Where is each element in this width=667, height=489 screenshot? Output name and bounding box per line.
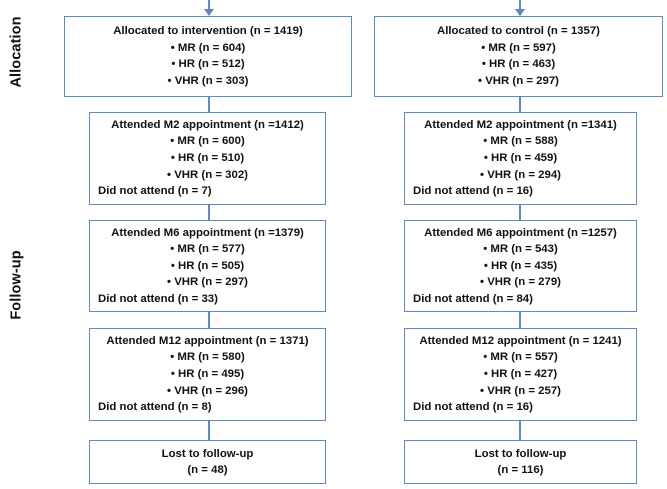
node-m2-control[interactable]: Attended M2 appointment (n =1341) MR (n … [404, 112, 637, 205]
node-bullets: MR (n = 600) HR (n = 510) VHR (n = 302) [96, 133, 319, 183]
node-footnote: Did not attend (n = 16) [413, 185, 533, 198]
node-head: Attended M12 appointment (n = 1241) [419, 335, 622, 348]
node-head: Attended M6 appointment (n =1379) [111, 226, 304, 239]
connector-intervention-m2-to-m6 [208, 205, 210, 220]
node-bullets: MR (n = 597) HR (n = 463) VHR (n = 297) [381, 40, 656, 90]
incoming-arrow-line-intervention [208, 0, 210, 10]
node-bullets: MR (n = 588) HR (n = 459) VHR (n = 294) [411, 133, 630, 183]
node-footnote: Did not attend (n = 84) [413, 292, 533, 305]
stage-label-allocation: Allocation [0, 0, 34, 104]
connector-intervention-alloc-to-m2 [208, 97, 210, 112]
node-bullet: HR (n = 435) [411, 258, 630, 275]
node-subtext: (n = 48) [187, 463, 228, 476]
node-bullet: VHR (n = 297) [381, 73, 656, 90]
incoming-arrow-head-intervention [204, 9, 214, 16]
node-footnote: Did not attend (n = 8) [98, 401, 212, 414]
node-bullet: MR (n = 543) [411, 241, 630, 258]
node-bullets: MR (n = 577) HR (n = 505) VHR (n = 297) [96, 241, 319, 291]
node-bullets: MR (n = 580) HR (n = 495) VHR (n = 296) [96, 349, 319, 399]
node-head: Attended M6 appointment (n =1257) [424, 226, 617, 239]
node-m6-intervention[interactable]: Attended M6 appointment (n =1379) MR (n … [89, 220, 326, 312]
node-head: Attended M2 appointment (n =1412) [111, 119, 304, 132]
node-alloc-control[interactable]: Allocated to control (n = 1357) MR (n = … [374, 16, 663, 97]
node-bullets: MR (n = 604) HR (n = 512) VHR (n = 303) [71, 40, 345, 90]
stage-label-follow-up: Follow-up [0, 240, 34, 330]
node-alloc-intervention[interactable]: Allocated to intervention (n = 1419) MR … [64, 16, 352, 97]
connector-control-alloc-to-m2 [519, 97, 521, 112]
node-footnote: Did not attend (n = 33) [98, 292, 218, 305]
connector-intervention-m6-to-m12 [208, 312, 210, 328]
node-head: Allocated to control (n = 1357) [437, 25, 600, 38]
node-lost-intervention[interactable]: Lost to follow-up (n = 48) [89, 440, 326, 484]
node-bullets: MR (n = 557) HR (n = 427) VHR (n = 257) [411, 349, 630, 399]
node-bullet: MR (n = 588) [411, 133, 630, 150]
node-bullet: VHR (n = 302) [96, 167, 319, 184]
node-bullet: MR (n = 604) [71, 40, 345, 57]
connector-control-m6-to-m12 [519, 312, 521, 328]
node-bullet: VHR (n = 279) [411, 274, 630, 291]
node-footnote: Did not attend (n = 7) [98, 185, 212, 198]
node-head: Allocated to intervention (n = 1419) [113, 25, 303, 38]
connector-control-m2-to-m6 [519, 205, 521, 220]
node-bullet: HR (n = 510) [96, 150, 319, 167]
incoming-arrow-head-control [515, 9, 525, 16]
node-bullet: MR (n = 600) [96, 133, 319, 150]
node-head: Attended M12 appointment (n = 1371) [106, 335, 309, 348]
node-bullet: VHR (n = 294) [411, 167, 630, 184]
node-m2-intervention[interactable]: Attended M2 appointment (n =1412) MR (n … [89, 112, 326, 205]
node-bullet: HR (n = 427) [411, 366, 630, 383]
node-bullet: HR (n = 505) [96, 258, 319, 275]
node-bullet: HR (n = 463) [381, 56, 656, 73]
node-head: Attended M2 appointment (n =1341) [424, 119, 617, 132]
node-m12-control[interactable]: Attended M12 appointment (n = 1241) MR (… [404, 328, 637, 421]
stage-label-follow-up-text: Follow-up [9, 250, 26, 320]
node-head: Lost to follow-up [474, 447, 567, 460]
node-bullet: MR (n = 580) [96, 349, 319, 366]
node-footnote: Did not attend (n = 16) [413, 401, 533, 414]
node-head: Lost to follow-up [161, 447, 254, 460]
connector-intervention-m12-to-lost [208, 421, 210, 440]
node-bullet: VHR (n = 257) [411, 383, 630, 400]
node-bullet: HR (n = 512) [71, 56, 345, 73]
node-bullet: MR (n = 577) [96, 241, 319, 258]
node-bullet: VHR (n = 297) [96, 274, 319, 291]
node-bullet: MR (n = 597) [381, 40, 656, 57]
node-bullet: VHR (n = 296) [96, 383, 319, 400]
node-bullet: HR (n = 459) [411, 150, 630, 167]
node-m6-control[interactable]: Attended M6 appointment (n =1257) MR (n … [404, 220, 637, 312]
node-subtext: (n = 116) [497, 463, 544, 476]
node-bullet: HR (n = 495) [96, 366, 319, 383]
node-bullet: VHR (n = 303) [71, 73, 345, 90]
node-bullet: MR (n = 557) [411, 349, 630, 366]
stage-label-allocation-text: Allocation [9, 16, 25, 88]
node-m12-intervention[interactable]: Attended M12 appointment (n = 1371) MR (… [89, 328, 326, 421]
node-bullets: MR (n = 543) HR (n = 435) VHR (n = 279) [411, 241, 630, 291]
node-lost-control[interactable]: Lost to follow-up (n = 116) [404, 440, 637, 484]
connector-control-m12-to-lost [519, 421, 521, 440]
incoming-arrow-line-control [519, 0, 521, 10]
